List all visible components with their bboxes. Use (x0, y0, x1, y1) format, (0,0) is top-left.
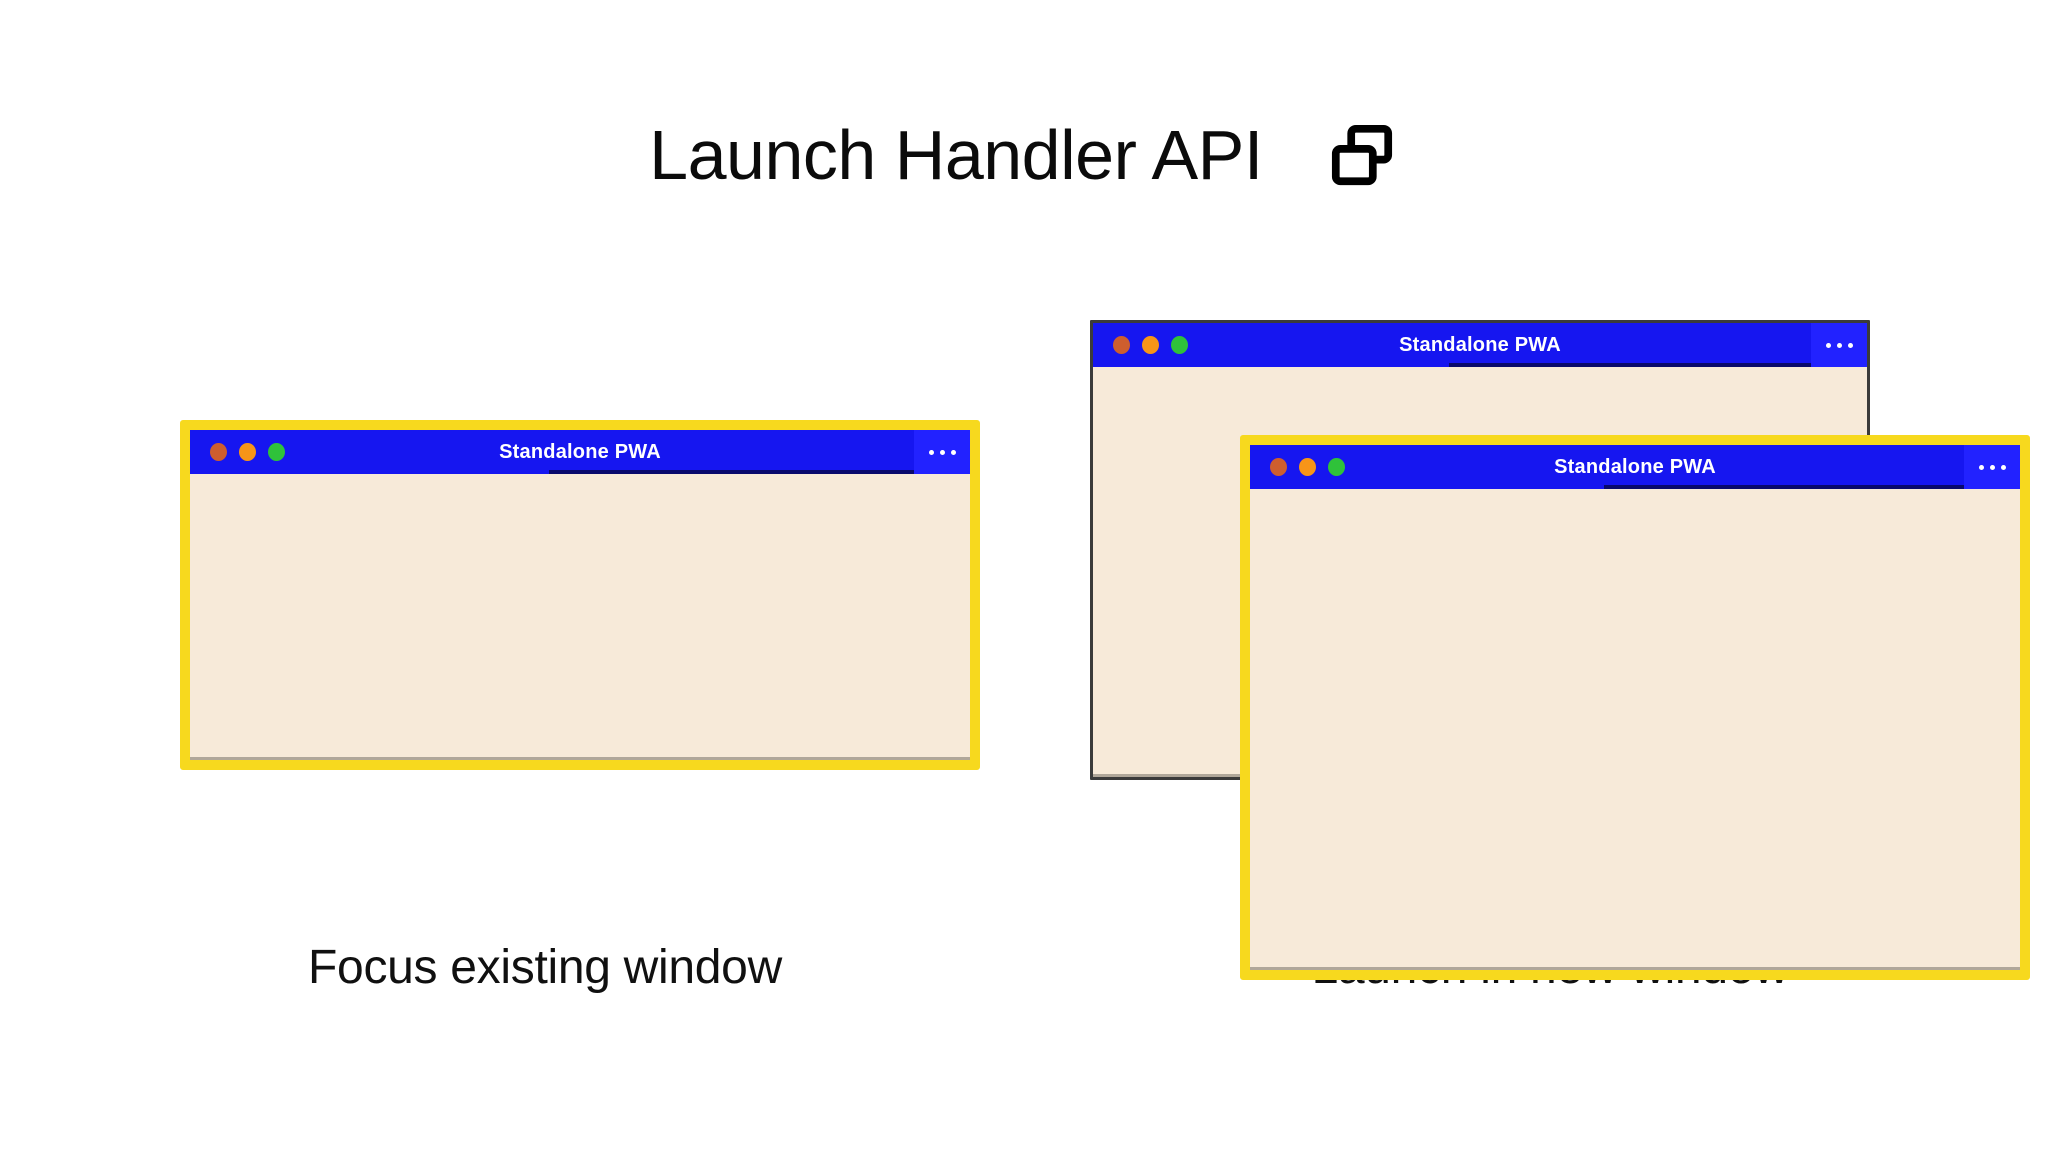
pwa-window-new-focused[interactable]: Standalone PWA (1240, 435, 2030, 980)
menu-dot-icon (928, 449, 934, 455)
window-menu-button[interactable] (1964, 445, 2020, 489)
overlapping-windows-icon (1331, 124, 1392, 186)
caption-focus-existing: Focus existing window (308, 941, 782, 994)
window-content-area (190, 474, 970, 760)
menu-dot-icon (950, 449, 956, 455)
window-menu-button[interactable] (1811, 323, 1867, 367)
close-button-icon[interactable] (210, 443, 227, 461)
pwa-window-focused[interactable]: Standalone PWA (180, 420, 980, 770)
window-titlebar[interactable]: Standalone PWA (190, 430, 970, 474)
window-title: Standalone PWA (499, 440, 661, 463)
maximize-button-icon[interactable] (268, 443, 285, 461)
panel-launch-new: Standalone PWA Standalone PWA (1090, 320, 2030, 980)
menu-dot-icon (939, 449, 945, 455)
window-titlebar[interactable]: Standalone PWA (1250, 445, 2020, 489)
window-titlebar[interactable]: Standalone PWA (1093, 323, 1867, 367)
window-title: Standalone PWA (1399, 333, 1561, 356)
maximize-button-icon[interactable] (1328, 458, 1345, 476)
window-title: Standalone PWA (1554, 455, 1716, 478)
minimize-button-icon[interactable] (1142, 336, 1159, 354)
page-title: Launch Handler API (649, 116, 1263, 194)
minimize-button-icon[interactable] (239, 443, 256, 461)
menu-dot-icon (1836, 342, 1842, 348)
page-header: Launch Handler API (0, 118, 2048, 192)
close-button-icon[interactable] (1270, 458, 1287, 476)
menu-dot-icon (1847, 342, 1853, 348)
menu-dot-icon (1825, 342, 1831, 348)
menu-dot-icon (1989, 464, 1995, 470)
close-button-icon[interactable] (1113, 336, 1130, 354)
minimize-button-icon[interactable] (1299, 458, 1316, 476)
menu-dot-icon (1978, 464, 1984, 470)
window-content-area (1250, 489, 2020, 970)
menu-dot-icon (2000, 464, 2006, 470)
panel-focus-existing: Standalone PWA (180, 420, 980, 980)
maximize-button-icon[interactable] (1171, 336, 1188, 354)
window-controls (210, 443, 285, 461)
window-controls (1270, 458, 1345, 476)
window-menu-button[interactable] (914, 430, 970, 474)
window-controls (1113, 336, 1188, 354)
